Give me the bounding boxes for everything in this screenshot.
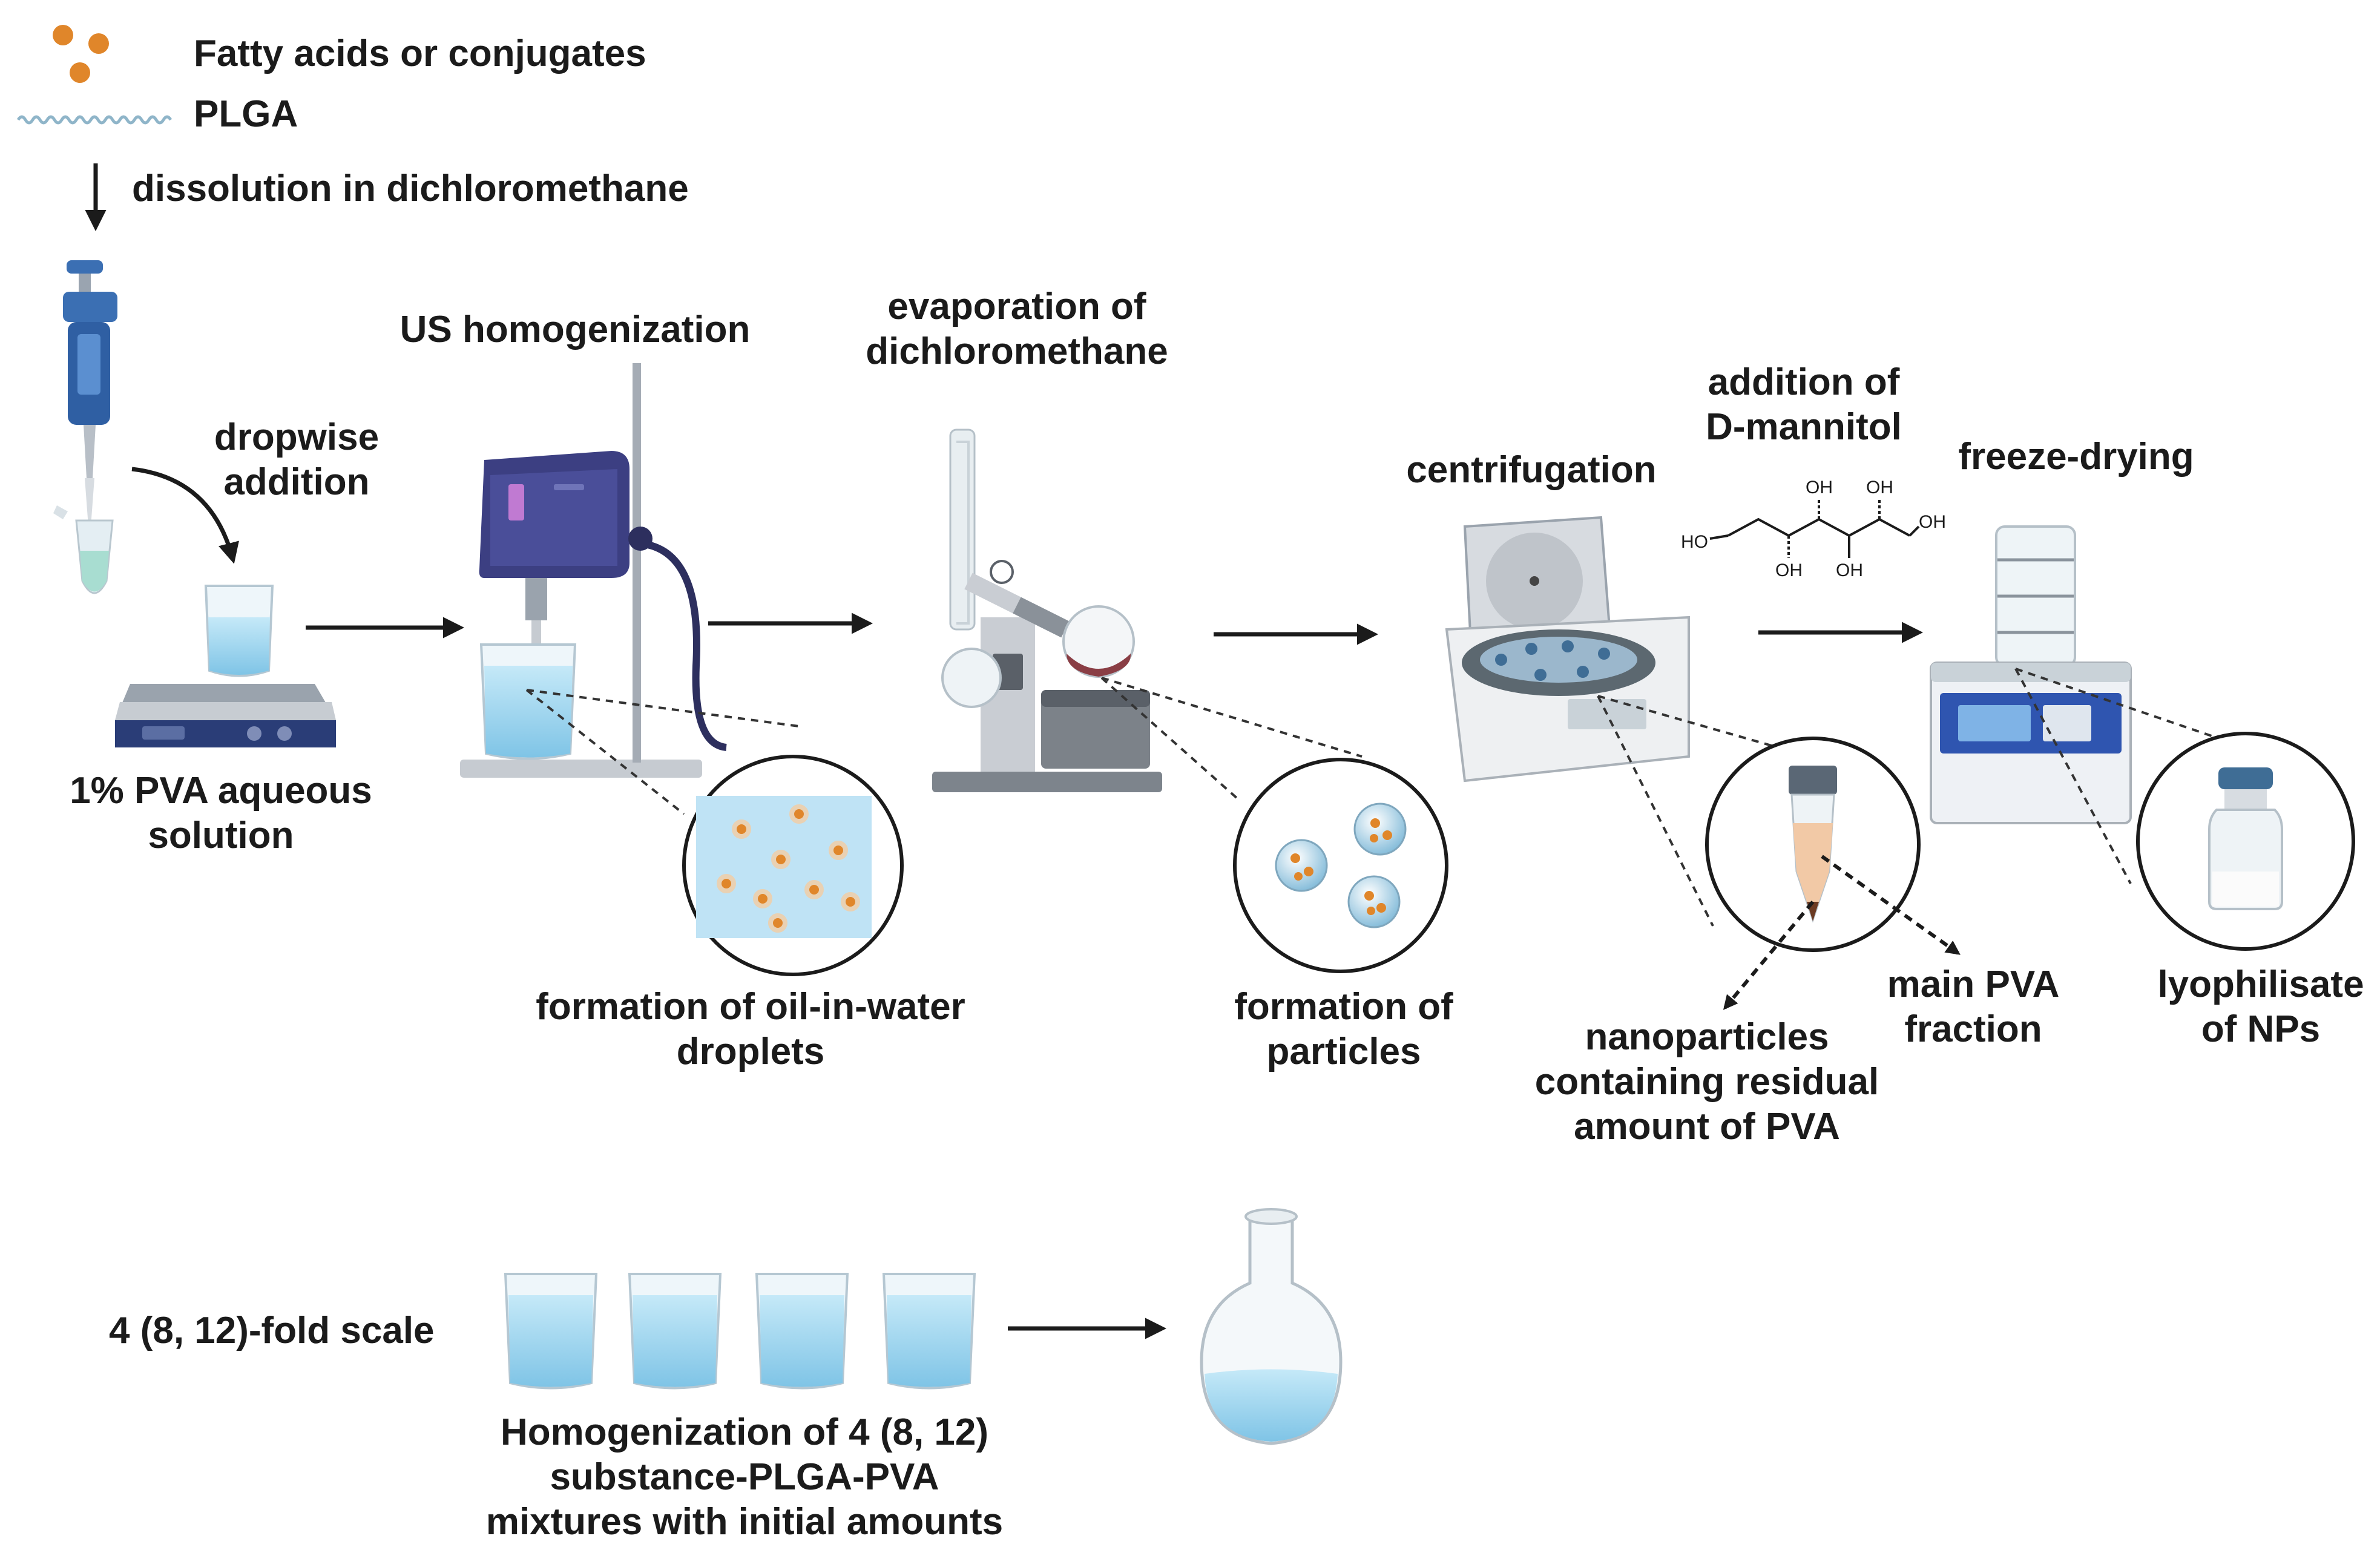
scale-caption-line-1: Homogenization of 4 (8, 12) (500, 1411, 989, 1453)
evaporation-label-line-2: dichloromethane (866, 330, 1168, 372)
d-mannitol-structure-icon: HO OH OH OH OH OH (1681, 478, 1946, 580)
magnetic-stirrer-icon (115, 684, 336, 747)
pva-fraction-label-line-2: fraction (1904, 1008, 2042, 1050)
mannitol-oh-bottom-1: OH (1775, 560, 1803, 580)
freeze-drying-label: freeze-drying (1958, 436, 2194, 478)
centrifuge-icon (1445, 516, 1690, 783)
scale-beakers-icon (504, 1273, 976, 1390)
lyophilisate-label-line-2: of NPs (2201, 1008, 2321, 1050)
mannitol-label-line-2: D-mannitol (1706, 406, 1902, 448)
legend-plga-label: PLGA (194, 93, 298, 135)
homogenizer-beaker-icon (479, 643, 577, 760)
nanoparticles-label-line-1: nanoparticles (1585, 1016, 1829, 1058)
droplets-zoom-circle (682, 755, 904, 976)
pva-solution-label-line-1: 1% PVA aqueous (70, 770, 372, 812)
scale-caption-line-3: mixtures with initial amounts (485, 1501, 1004, 1543)
dropwise-label-line-1: dropwise (214, 416, 380, 458)
scale-label: 4 (8, 12)-fold scale (109, 1310, 435, 1351)
mannitol-oh-top-2: OH (1866, 478, 1893, 497)
fatty-acid-dots-icon (53, 25, 109, 83)
evaporation-label-line-1: evaporation of (887, 286, 1146, 327)
droplets-label-line-1: formation of oil-in-water (536, 986, 965, 1028)
mannitol-oh-top-1: OH (1806, 478, 1833, 497)
droplets-label-line-2: droplets (676, 1031, 825, 1072)
vial-zoom-circle (2136, 732, 2355, 951)
freeze-dryer-icon (1930, 525, 2132, 824)
particles-zoom-circle (1233, 758, 1448, 973)
us-homogenization-label: US homogenization (399, 309, 751, 350)
tube-zoom-circle (1705, 737, 1921, 952)
pva-fraction-label-line-1: main PVA (1887, 964, 2060, 1005)
mannitol-ho-left: HO (1681, 532, 1708, 552)
mannitol-oh-bottom-2: OH (1836, 560, 1863, 580)
particles-label-line-2: particles (1266, 1031, 1421, 1072)
dissolution-label: dissolution in dichloromethane (132, 168, 689, 209)
mannitol-oh-right: OH (1919, 512, 1946, 532)
centrifugation-label: centrifugation (1406, 449, 1657, 491)
scale-caption-line-2: substance-PLGA-PVA (550, 1456, 939, 1498)
nanoparticles-label-line-2: containing residual (1534, 1061, 1879, 1103)
plga-chain-icon (16, 115, 173, 125)
dropwise-label-line-2: addition (223, 461, 370, 503)
round-flask-icon (1200, 1208, 1343, 1445)
lyophilisate-label-line-1: lyophilisate (2157, 964, 2364, 1005)
pipette-icon (63, 260, 117, 527)
mannitol-label-line-1: addition of (1708, 361, 1900, 403)
dropwise-arrow (131, 467, 239, 564)
rotary-evaporator-icon (932, 428, 1162, 792)
nanoparticles-arrow (1723, 901, 1815, 1010)
stirrer-beaker-icon (204, 585, 274, 677)
particles-label-line-1: formation of (1234, 986, 1453, 1028)
us-homogenizer-icon (460, 363, 727, 778)
pva-solution-label-line-2: solution (148, 815, 294, 856)
nanoparticles-label-line-3: amount of PVA (1574, 1106, 1840, 1148)
eppendorf-tube-icon (53, 505, 114, 594)
legend-fatty-acids-label: Fatty acids or conjugates (194, 33, 646, 74)
